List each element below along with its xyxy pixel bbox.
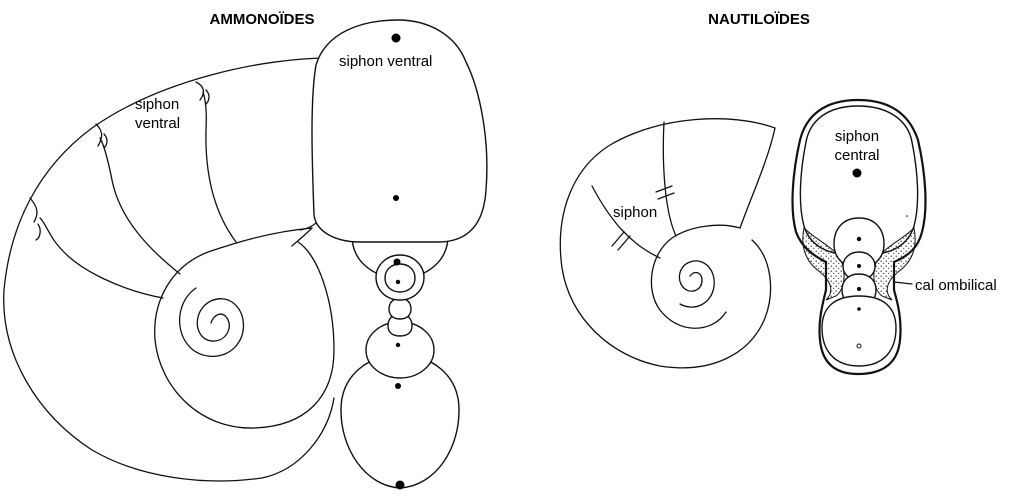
- nautiloid-cal-ombilical-left: [802, 226, 845, 301]
- nautiloid-cross-section: siphon central cal ombilical: [791, 98, 997, 376]
- ammonoid-siphon-ventral-label: siphon ventral: [339, 53, 432, 70]
- nautiloid-cal-ombilical-label: cal ombilical: [915, 277, 997, 294]
- ammonoid-siphon-label-1: siphon: [135, 96, 179, 113]
- ammonoid-siphon-mark-1: [29, 197, 41, 241]
- nautiloid-siphon-dot-2: [856, 236, 862, 242]
- nautiloid-siphon-label: siphon: [613, 204, 657, 221]
- ammonoid-siphon-label-2: ventral: [135, 115, 180, 132]
- ammonoid-siphon-mark-2: [95, 123, 108, 149]
- nautiloid-siphon-tick-2: [611, 231, 631, 251]
- ammonoid-suture-2: [99, 137, 181, 275]
- ammonoid-outer-whorl: [3, 57, 335, 482]
- ammonoid-siphon-dot-5: [395, 342, 401, 348]
- nautiloid-siphon-tick-1: [655, 185, 675, 200]
- ammonoid-siphon-dot-7: [395, 480, 405, 490]
- nautiloid-section-bottom-chamber: [821, 295, 897, 367]
- ammonoid-section-connector: [291, 227, 313, 247]
- ammonoid-siphon-dot-4: [395, 279, 401, 285]
- nautiloid-cal-ombilical-right: [873, 226, 916, 301]
- ammonoides-title: AMMONOÏDES: [210, 11, 315, 28]
- ammonoid-section-top-body: [311, 19, 488, 243]
- ammonoid-suture-1: [39, 217, 164, 299]
- nautiloid-speck: [906, 215, 908, 217]
- nautiloides-title: NAUTILOÏDES: [708, 11, 810, 28]
- nautiloid-siphon-dot-5: [857, 307, 861, 311]
- nautiloid-suture-1: [591, 185, 661, 259]
- ammonoid-siphon-dot-3: [393, 258, 401, 266]
- nautiloid-inner-whorl: [650, 224, 741, 329]
- nautiloid-siphon-dot-3: [857, 264, 861, 268]
- ammonoid-suture-3: [202, 91, 237, 243]
- ammonoid-siphon-dot-2: [393, 195, 399, 201]
- nautiloid-siphon-dot-6: [856, 343, 862, 349]
- ammonoid-section-neck-2: [388, 297, 412, 320]
- ammonoid-cross-section: siphon ventral: [291, 19, 488, 490]
- nautiloid-outer-whorl: [559, 118, 776, 369]
- nautiloid-cal-leader: [893, 281, 913, 285]
- nautiloid-siphon-central-label-2: central: [834, 147, 879, 164]
- ammonoid-inner-whorl: [154, 227, 335, 429]
- nautiloid-aperture: [739, 127, 776, 229]
- ammonoid-siphon-dot-1: [391, 33, 401, 43]
- nautiloid-siphon-dot-4: [857, 287, 861, 291]
- ammonoid-siphon-dot-6: [395, 383, 401, 389]
- nautiloid-siphon-central-label-1: siphon: [835, 128, 879, 145]
- nautiloid-shell-lateral: siphon: [559, 118, 776, 369]
- ammonoid-siphon-mark-3: [195, 81, 210, 105]
- nautiloid-siphon-dot-1: [852, 168, 862, 178]
- ammonoid-shell-lateral: siphon ventral: [3, 57, 335, 482]
- nautiloid-suture-2: [662, 121, 677, 237]
- ammonoid-section-ring-inner: [384, 263, 416, 293]
- ammonoid-umbilical-spiral: [178, 287, 245, 358]
- ammonoid-section-lower-mid: [365, 321, 435, 379]
- nautiloid-umbilical-spiral: [678, 260, 715, 308]
- ammonoid-section-neck-1: [387, 313, 413, 337]
